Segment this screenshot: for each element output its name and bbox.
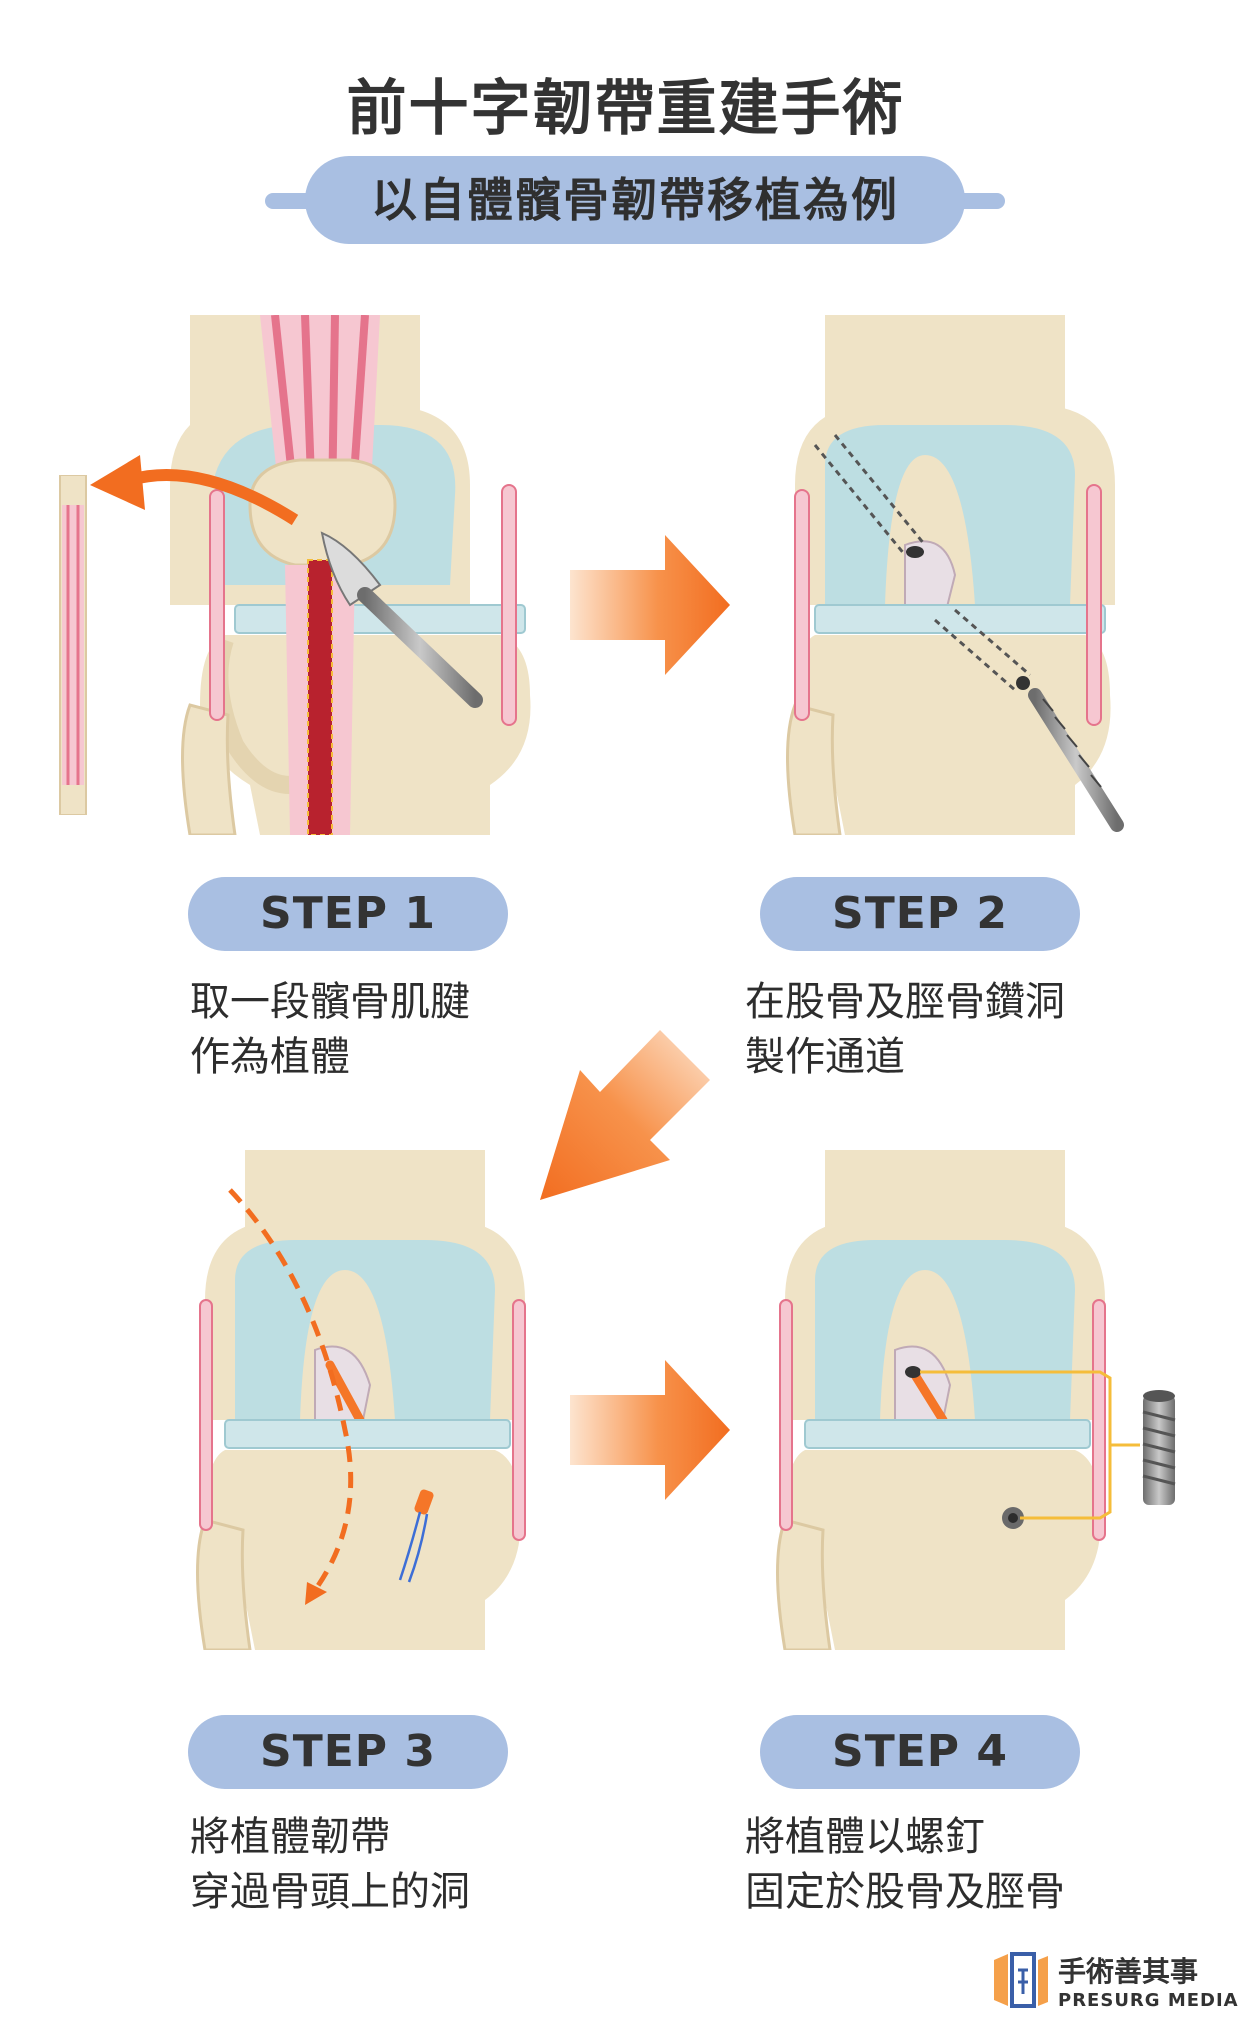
step3-illustration: [196, 1150, 526, 1650]
step4-description-line2: 固定於股骨及脛骨: [745, 1869, 1065, 1915]
step1-label: STEP 1: [188, 877, 508, 951]
logo-name-en: PRESURG MEDIA: [1058, 1990, 1239, 2011]
step1-description-line1: 取一段髕骨肌腱: [190, 979, 470, 1025]
extracted-graft: [59, 475, 87, 815]
presurg-logo-icon: [994, 1952, 1048, 2008]
step4-description-line1: 將植體以螺釘: [745, 1814, 985, 1860]
page-title: 前十字韌帶重建手術: [346, 74, 905, 144]
step4-label: STEP 4: [760, 1715, 1080, 1789]
step1-description-line2: 作為植體: [190, 1034, 350, 1080]
step1-illustration: [90, 315, 531, 835]
arrow-right-2: [570, 1360, 730, 1500]
step2-description-line2: 製作通道: [745, 1034, 905, 1080]
step2-illustration: [786, 315, 1124, 835]
step3-description-line2: 穿過骨頭上的洞: [190, 1869, 470, 1915]
step2-label: STEP 2: [760, 877, 1080, 951]
step2-description-line1: 在股骨及脛骨鑽洞: [745, 979, 1065, 1025]
step4-illustration: [776, 1150, 1176, 1650]
arrow-right-1: [570, 535, 730, 675]
step3-label: STEP 3: [188, 1715, 508, 1789]
step3-description-line1: 將植體韌帶: [190, 1814, 390, 1860]
arrow-diagonal: [540, 1030, 710, 1200]
logo-name-cn: 手術善其事: [1058, 1955, 1199, 1988]
subtitle: 以自體髕骨韌帶移植為例: [305, 156, 965, 244]
